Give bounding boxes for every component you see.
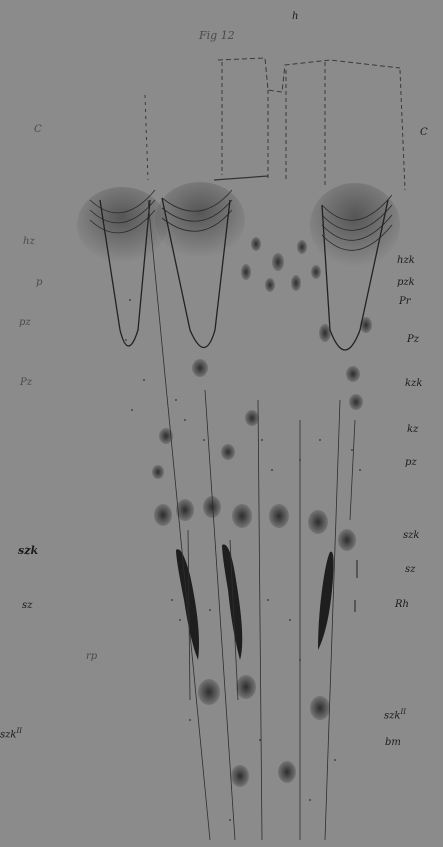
label-hz: hz: [23, 237, 35, 247]
label-sz-right: sz: [405, 565, 415, 575]
cuticle-outline: [145, 58, 405, 190]
label-rh: Rh: [395, 600, 409, 610]
label-bm: bm: [385, 738, 401, 748]
label-szk-left: szk: [18, 545, 38, 556]
label-pz-cap-right: Pz: [407, 335, 419, 345]
label-c-right: C: [420, 128, 428, 138]
label-pzk: pzk: [397, 278, 415, 288]
nuclei-lower: [198, 675, 330, 787]
nuclei-szk-row: [154, 496, 356, 551]
label-szk-right: szk: [403, 531, 419, 541]
label-szk2-left-sup: II: [16, 727, 22, 735]
label-pr: Pr: [399, 297, 411, 307]
label-szk2-right-sup: II: [400, 708, 406, 716]
label-h: h: [292, 12, 298, 22]
label-p: p: [36, 278, 42, 288]
label-szk2-left: szkII: [0, 728, 22, 740]
label-rp: rp: [86, 652, 97, 662]
spindle-cells: [176, 544, 334, 660]
rh-marks: [355, 560, 357, 612]
hair-bundles: [77, 182, 400, 267]
nuclei-upper: [152, 237, 372, 479]
label-kz: kz: [407, 425, 418, 435]
label-pz-cap-left: Pz: [20, 378, 32, 388]
label-szk2-left-text: szk: [0, 729, 16, 740]
figure-title: Fig 12: [199, 30, 235, 41]
label-pz-right: pz: [405, 458, 417, 468]
label-szk2-right: szkII: [384, 709, 406, 721]
label-c-left: C: [34, 125, 42, 135]
stippling: [125, 299, 361, 821]
label-pz-left: pz: [19, 318, 31, 328]
label-hzk: hzk: [397, 256, 415, 266]
label-szk2-right-text: szk: [384, 710, 400, 721]
label-sz-left: sz: [22, 601, 32, 611]
label-kzk: kzk: [405, 379, 422, 389]
